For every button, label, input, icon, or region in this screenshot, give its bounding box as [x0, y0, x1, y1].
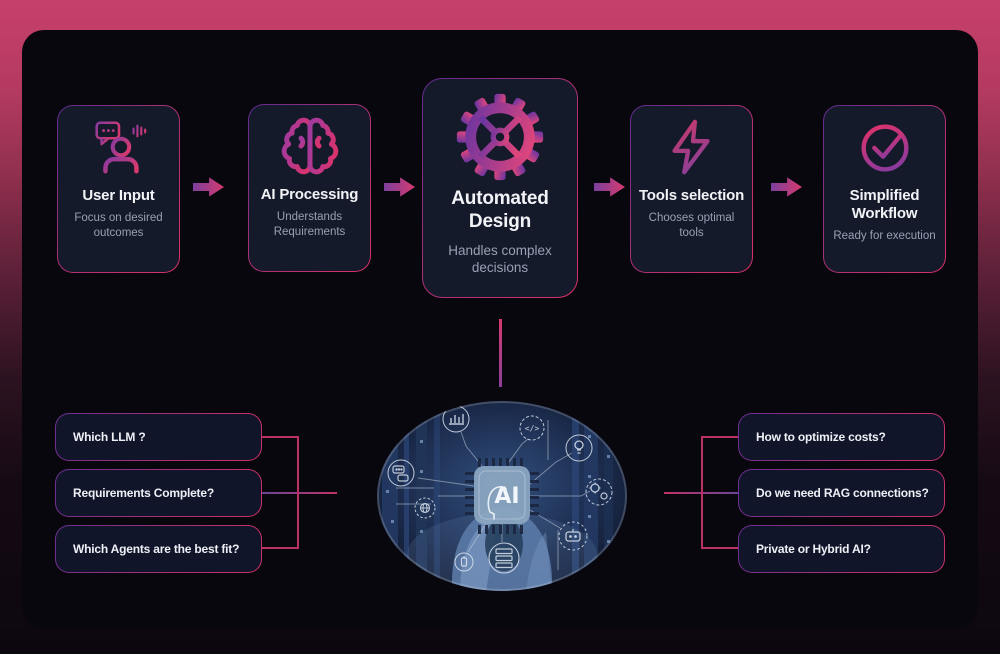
step-title: Simplified Workflow — [849, 187, 920, 222]
lightbulb-icon — [565, 434, 593, 462]
gears-icon — [585, 478, 613, 506]
step-card-automated-design: Automated Design Handles complex decisio… — [422, 78, 578, 298]
ai-chip-illustration: AI </> — [376, 400, 628, 592]
step-card-user-input: User Input Focus on desired outcomes — [57, 105, 180, 273]
ai-chip-label: AI — [494, 484, 519, 509]
step-subtitle: Chooses optimal tools — [648, 212, 735, 239]
ai-chip: AI — [465, 458, 539, 534]
step-subtitle: Handles complex decisions — [448, 242, 552, 276]
center-connector-line — [499, 319, 502, 387]
question-box: Private or Hybrid AI? — [738, 525, 945, 573]
question-text: How to optimize costs? — [756, 430, 886, 444]
server-icon — [488, 542, 520, 574]
question-text: Which Agents are the best fit? — [73, 542, 240, 556]
step-card-ai-processing: AI Processing Understands Requirements — [248, 104, 371, 272]
connector-line — [297, 436, 299, 549]
question-box: Do we need RAG connections? — [738, 469, 945, 517]
chat-icon — [387, 459, 415, 487]
step-card-simplified-workflow: Simplified Workflow Ready for execution — [823, 105, 946, 273]
question-box: Which Agents are the best fit? — [55, 525, 262, 573]
step-subtitle: Understands Requirements — [273, 211, 346, 238]
question-text: Private or Hybrid AI? — [756, 542, 871, 556]
question-text: Do we need RAG connections? — [756, 486, 929, 500]
globe-icon — [414, 497, 436, 519]
step-title: Automated Design — [451, 188, 549, 232]
step-card-tools-selection: Tools selection Chooses optimal tools — [630, 105, 753, 273]
step-title: User Input — [82, 187, 155, 204]
connector-line — [702, 547, 738, 549]
svg-text:</>: </> — [525, 424, 540, 433]
user-speech-icon — [94, 121, 146, 174]
connector-line — [701, 436, 703, 549]
question-box: Requirements Complete? — [55, 469, 262, 517]
step-subtitle: Focus on desired outcomes — [74, 212, 163, 239]
check-circle-icon — [861, 124, 908, 172]
connector-line — [262, 492, 337, 494]
question-box: Which LLM ? — [55, 413, 262, 461]
lightning-icon — [671, 119, 710, 175]
connector-line — [262, 547, 298, 549]
step-subtitle: Ready for execution — [833, 230, 936, 242]
connector-line — [262, 436, 298, 438]
surrounding-icons: </> — [387, 405, 613, 574]
battery-icon — [454, 552, 474, 572]
gear-icon — [456, 93, 544, 181]
step-title: AI Processing — [260, 186, 359, 203]
brain-icon — [281, 117, 338, 175]
step-title: Tools selection — [638, 187, 745, 204]
question-text: Requirements Complete? — [73, 486, 214, 500]
code-icon — [519, 415, 545, 441]
question-text: Which LLM ? — [73, 430, 146, 444]
robot-icon — [558, 521, 588, 551]
question-box: How to optimize costs? — [738, 413, 945, 461]
connector-line — [702, 436, 738, 438]
